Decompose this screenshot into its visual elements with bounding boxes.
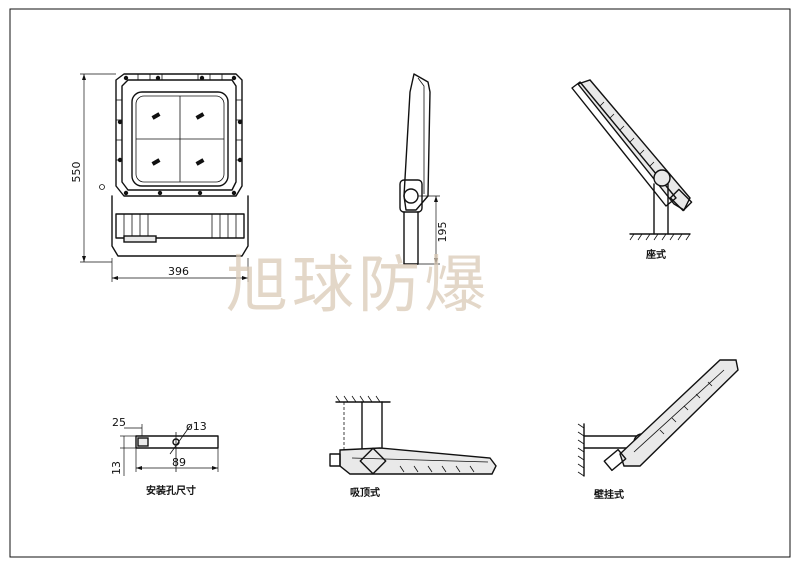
ceiling-mount-caption: 吸顶式 (350, 486, 380, 499)
watermark-text: 旭球防爆 (226, 248, 490, 321)
wall-mount-view (577, 359, 739, 477)
mounting-hole-view (120, 424, 219, 476)
hole-diameter-label: ø13 (186, 420, 207, 433)
bracket-height-label: 195 (436, 222, 449, 243)
offset-dimension-label: 25 (112, 416, 126, 429)
seat-mount-caption: 座式 (645, 248, 666, 261)
front-view (99, 73, 249, 257)
bracket-height-dimension (418, 195, 440, 265)
side-view (399, 73, 431, 265)
height-dimension (80, 73, 116, 263)
hole-size-caption: 安装孔尺寸 (146, 484, 196, 497)
hole-spacing-label: 89 (172, 456, 186, 469)
seat-mount-view (571, 79, 693, 241)
wall-mount-caption: 壁挂式 (594, 488, 624, 501)
drawing-frame (9, 8, 791, 558)
width-dimension (111, 258, 249, 282)
width-dimension-label: 396 (168, 265, 189, 278)
thickness-dimension-label: 13 (110, 461, 123, 475)
height-dimension-label: 550 (70, 162, 83, 183)
ceiling-mount-view (329, 395, 497, 475)
